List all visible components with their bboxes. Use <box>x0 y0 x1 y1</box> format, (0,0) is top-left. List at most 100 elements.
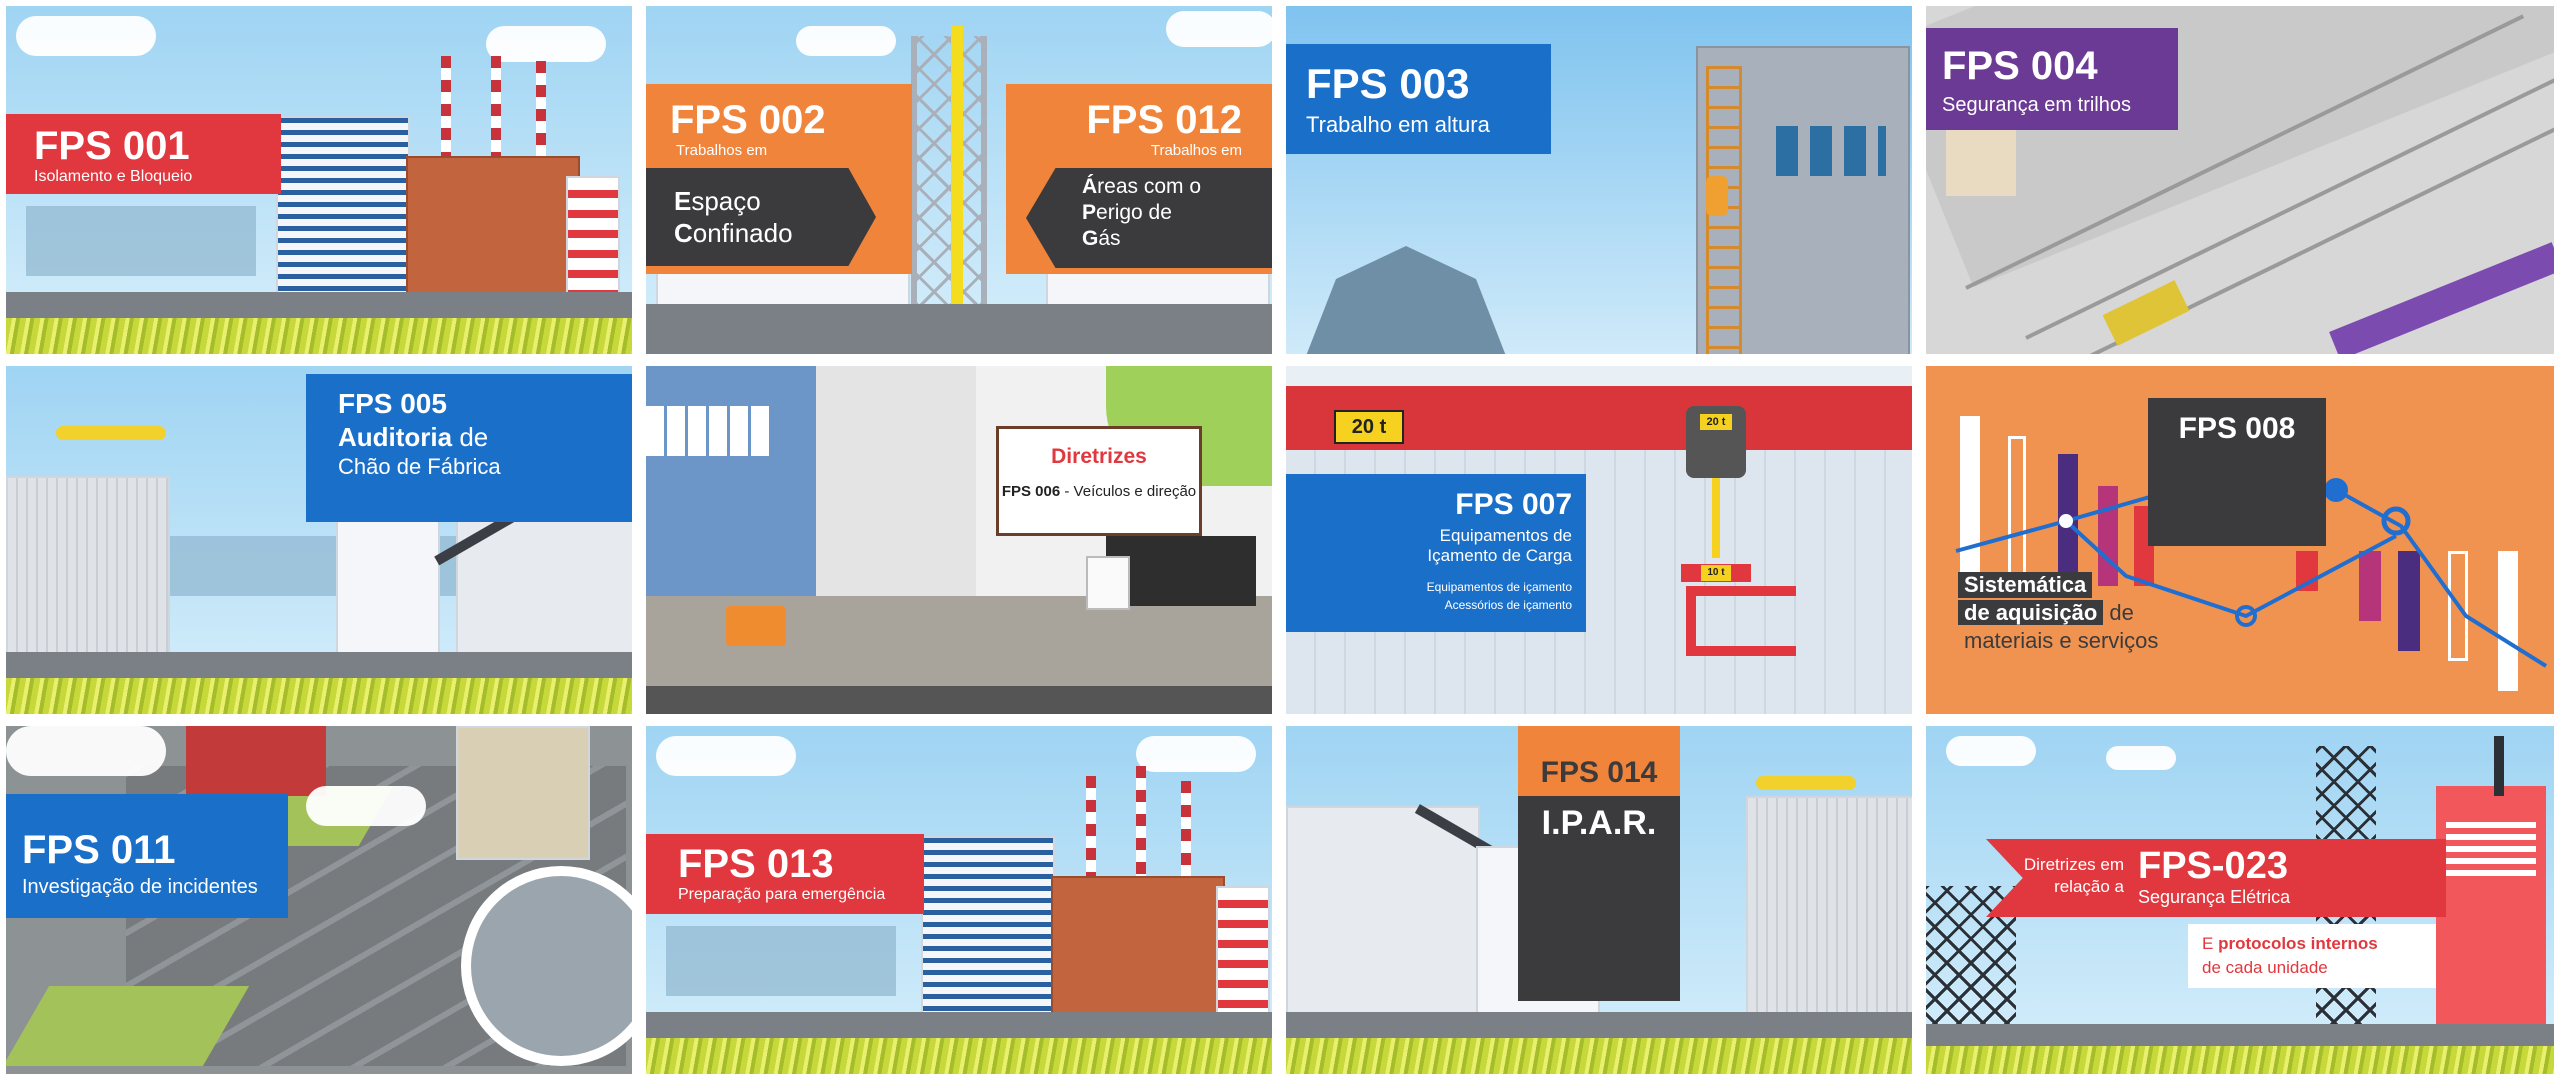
title-banner: FPS 011 Investigação de incidentes <box>6 794 288 918</box>
title-panel: FPS 014 I.P.A.R. <box>1518 726 1680 1001</box>
warehouse <box>1286 806 1480 1030</box>
tank <box>1216 886 1270 1020</box>
billboard: Diretrizes FPS 006 - Veículos e direção <box>996 426 1202 536</box>
fps-code: FPS 002 <box>670 98 826 142</box>
tile-fps-007[interactable]: 20 t 20 t 10 t FPS 007 Equipamentos de I… <box>1286 366 1912 714</box>
tank <box>566 176 620 300</box>
hoist: 20 t <box>1686 406 1746 478</box>
fps-subtitle: Preparação para emergência <box>678 886 886 903</box>
tile-fps-005[interactable]: FPS 005 Auditoria de Chão de Fábrica <box>6 366 632 714</box>
initial-letter: P <box>1082 201 1097 224</box>
title-rest: de <box>2103 600 2134 625</box>
grass <box>6 318 632 354</box>
title-banner: FPS 004 Segurança em trilhos <box>1926 28 2178 130</box>
chimney <box>1136 766 1146 876</box>
fps-subtitle: Isolamento e Bloqueio <box>34 168 193 185</box>
tile-fps-013[interactable]: FPS 013 Preparação para emergência <box>646 726 1272 1074</box>
chimney <box>441 56 451 156</box>
chart-bar <box>2359 551 2381 621</box>
hoist-tag: 20 t <box>1700 414 1732 430</box>
fps-code: FPS 007 <box>1455 488 1572 521</box>
city-building <box>456 726 590 860</box>
word-rest: ás <box>1098 227 1121 250</box>
initial-letter: Á <box>1082 175 1098 198</box>
title-bold: de aquisição <box>1958 600 2104 625</box>
chimney <box>2494 736 2504 796</box>
grass <box>1286 1038 1912 1074</box>
tile-fps-006[interactable]: Diretrizes FPS 006 - Veículos e direção <box>646 366 1272 714</box>
title-panel-right: FPS 012 Trabalhos em Áreas com o Perigo … <box>1006 84 1272 274</box>
fps-code: FPS 012 <box>1086 98 1242 142</box>
word-rest: onfinado <box>692 218 793 248</box>
tile-fps-014[interactable]: FPS 014 I.P.A.R. <box>1286 726 1912 1074</box>
initial-letter: C <box>674 218 693 248</box>
grass <box>1926 1046 2554 1074</box>
red-warehouse <box>186 726 326 796</box>
title-panel: FPS 008 <box>2148 398 2326 546</box>
intro-text: Trabalhos em <box>1150 142 1242 159</box>
note-prefix: E <box>2202 934 2219 953</box>
chart-bar <box>2398 551 2420 651</box>
grass <box>646 1038 1272 1074</box>
cloud <box>1166 11 1272 47</box>
cloud <box>1946 736 2036 766</box>
office-building <box>276 116 410 300</box>
lattice-tower <box>911 36 987 326</box>
initial-letter: E <box>674 186 692 216</box>
fps-subtitle: Segurança em trilhos <box>1942 94 2131 116</box>
fps-code: FPS 013 <box>678 842 834 886</box>
yellow-pipe <box>951 26 963 326</box>
fps-code: FPS 014 <box>1540 756 1658 789</box>
title-banner: FPS 007 Equipamentos de Içamento de Carg… <box>1286 474 1586 632</box>
fps-subtitle: Trabalho em altura <box>1306 112 1490 137</box>
title-bold: Auditoria <box>338 422 453 452</box>
fps-subtitle: Investigação de incidentes <box>22 876 258 898</box>
initial-letter: G <box>1082 227 1099 250</box>
factory-silhouette <box>666 926 896 996</box>
fps-code: FPS 001 <box>34 124 190 168</box>
title-header <box>1518 726 1680 796</box>
intro-line2: relação a <box>2054 877 2124 896</box>
cloud <box>1136 736 1256 772</box>
billboard-heading: Diretrizes <box>1051 445 1147 468</box>
note-bold: protocolos internos <box>2218 934 2378 953</box>
title-line2: Chão de Fábrica <box>338 454 501 479</box>
lifting-beam: 10 t <box>1681 564 1751 582</box>
factory-building <box>406 156 580 300</box>
grey-tower <box>816 366 976 606</box>
cloud <box>656 736 796 776</box>
title-panel-left: FPS 002 Trabalhos em Espaço Confinado <box>646 84 912 274</box>
chimney <box>491 56 501 156</box>
c-hook-load <box>1686 586 1796 656</box>
fps-subtitle: I.P.A.R. <box>1541 804 1657 842</box>
cloud <box>486 26 606 62</box>
tile-fps-008[interactable]: FPS 008 Sistemática de aquisição de mate… <box>1926 366 2554 714</box>
note-box: E protocolos internos de cada unidade <box>2188 924 2436 988</box>
tile-fps-001[interactable]: FPS 001 Isolamento e Bloqueio <box>6 6 632 354</box>
fps-subtitle: - Veículos e direção <box>1060 483 1197 500</box>
capacity-tag: 20 t <box>1334 410 1404 444</box>
item-2: Acessórios de içamento <box>1444 598 1572 612</box>
word-rest: erigo de <box>1096 201 1172 224</box>
purple-train <box>2329 242 2554 354</box>
tile-fps-003[interactable]: FPS 003 Trabalho em altura <box>1286 6 1912 354</box>
cloud <box>16 16 156 56</box>
tile-fps-004[interactable]: FPS 004 Segurança em trilhos <box>1926 6 2554 354</box>
title-banner: FPS 013 Preparação para emergência <box>646 834 924 914</box>
cloud <box>2106 746 2176 770</box>
magnifier-lens <box>461 866 632 1066</box>
fps-subtitle: Segurança Elétrica <box>2138 887 2291 907</box>
label-arrow-right: Espaço Confinado <box>646 168 876 266</box>
fps-code: FPS 005 <box>338 388 447 419</box>
truck-cargo <box>1106 536 1256 606</box>
yellow-pipe <box>1756 776 1856 790</box>
title-banner: Diretrizes em relação a FPS-023 Seguranç… <box>1986 839 2446 917</box>
truck-cab <box>1086 556 1130 610</box>
title-banner: FPS 005 Auditoria de Chão de Fábrica <box>306 374 632 522</box>
tile-fps-023[interactable]: Diretrizes em relação a FPS-023 Seguranç… <box>1926 726 2554 1074</box>
tile-fps-002-012[interactable]: FPS 002 Trabalhos em Espaço Confinado FP… <box>646 6 1272 354</box>
yellow-vehicle <box>2102 280 2190 346</box>
tile-fps-011[interactable]: FPS 011 Investigação de incidentes <box>6 726 632 1074</box>
fps-code: FPS-023 <box>2138 845 2288 887</box>
